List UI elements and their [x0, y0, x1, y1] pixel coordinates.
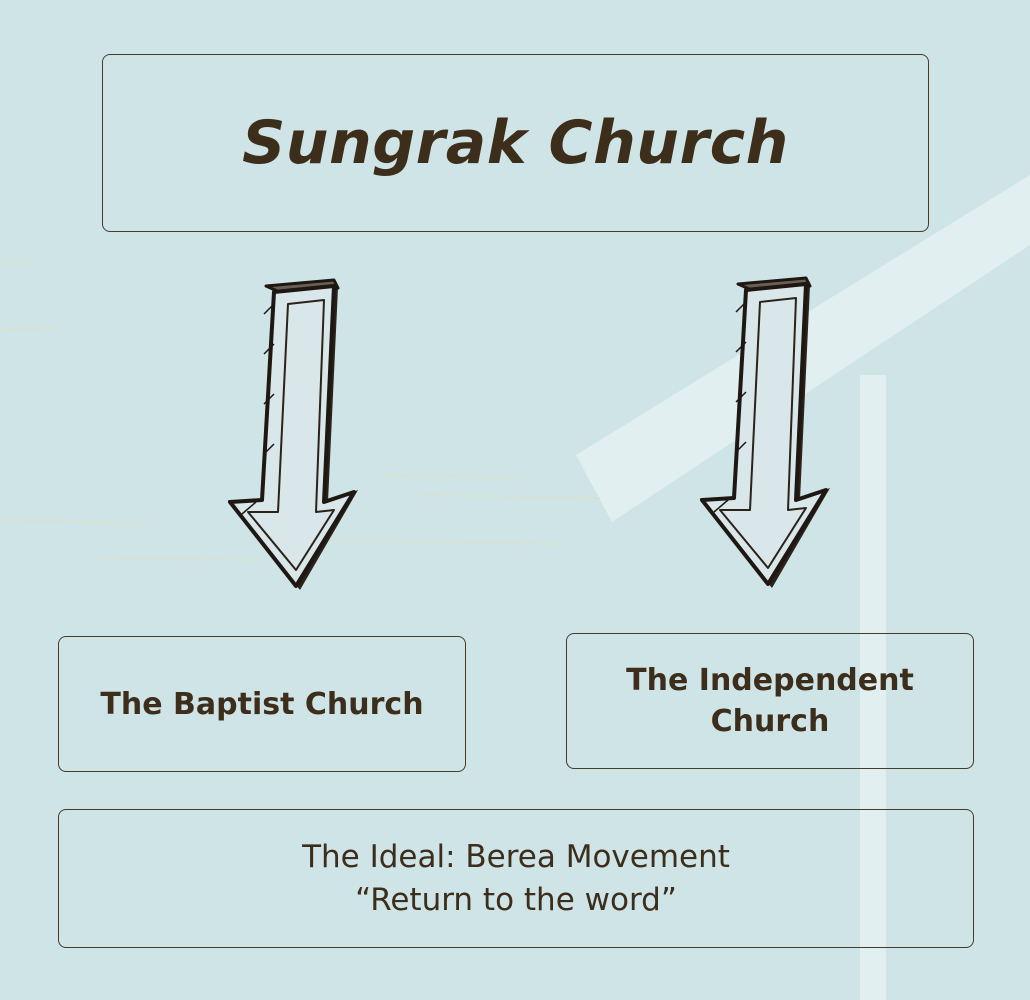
independent-church-box: The Independent Church [566, 633, 974, 769]
baptist-church-label: The Baptist Church [100, 686, 424, 722]
left-down-arrow-icon [228, 278, 358, 590]
ideal-line1: The Ideal: Berea Movement [302, 838, 730, 875]
background-brush-texture [0, 261, 601, 561]
independent-church-label-line1: The Independent [626, 663, 914, 698]
ideal-box: The Ideal: Berea Movement “Return to the… [58, 809, 974, 948]
independent-church-label-line2: Church [710, 704, 830, 739]
baptist-church-box: The Baptist Church [58, 636, 466, 772]
background-pillar-stripe [860, 375, 886, 1000]
title-box: Sungrak Church [102, 54, 929, 232]
diagram-title: Sungrak Church [242, 108, 789, 178]
ideal-line2: “Return to the word” [355, 881, 677, 918]
right-down-arrow-icon [700, 276, 830, 588]
